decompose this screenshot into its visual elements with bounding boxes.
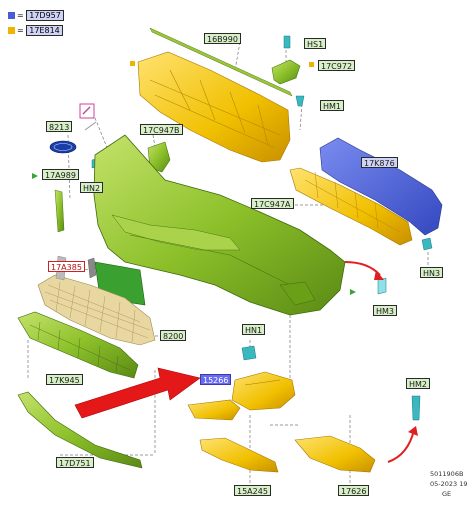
red-curved-arrow-1 bbox=[344, 261, 381, 276]
legend-equals: = bbox=[17, 26, 24, 35]
part-HM2-clip bbox=[411, 395, 421, 421]
label-HN3[interactable]: HN3 bbox=[420, 267, 444, 278]
legend-yellow-square-icon bbox=[8, 27, 15, 34]
label-17626[interactable]: 17626 bbox=[338, 485, 370, 496]
part-15A245-trim bbox=[199, 437, 279, 473]
legend-row-2: = 17E814 bbox=[8, 25, 63, 37]
label-17A989[interactable]: 17A989 bbox=[42, 169, 79, 180]
footer-date: 05-2023 19 bbox=[430, 480, 468, 488]
label-HN1[interactable]: HN1 bbox=[242, 324, 266, 335]
label-HM3[interactable]: HM3 bbox=[373, 305, 398, 316]
part-16B990-strip bbox=[149, 27, 293, 97]
part-17C972-bracket bbox=[271, 59, 301, 85]
label-HM2[interactable]: HM2 bbox=[406, 378, 431, 389]
label-8213[interactable]: 8213 bbox=[46, 121, 73, 132]
label-15266[interactable]: 15266 bbox=[200, 374, 232, 385]
part-HS1-clip bbox=[283, 35, 291, 49]
label-HN2[interactable]: HN2 bbox=[80, 182, 104, 193]
red-curved-arrow-2 bbox=[387, 429, 415, 463]
red-pointer-arrow bbox=[74, 367, 201, 419]
part-HN3-clip bbox=[421, 237, 433, 251]
legend-part-label: 17D957 bbox=[26, 10, 64, 21]
footer-code: 5011906B bbox=[430, 470, 464, 478]
label-HS1[interactable]: HS1 bbox=[304, 38, 327, 49]
part-17C947A-absorber bbox=[289, 167, 413, 246]
part-17K876-reinforcement bbox=[319, 137, 443, 236]
label-HM1[interactable]: HM1 bbox=[320, 100, 345, 111]
part-HM3-clip bbox=[377, 277, 387, 295]
label-17K876[interactable]: 17K876 bbox=[361, 157, 398, 168]
part-HN1-clip bbox=[241, 345, 257, 361]
part-8213-emblem bbox=[49, 140, 77, 154]
legend-blue-square-icon bbox=[8, 12, 15, 19]
part-17D751-lip bbox=[17, 391, 143, 469]
label-8200[interactable]: 8200 bbox=[160, 330, 187, 341]
legend-part-label: 17E814 bbox=[26, 25, 63, 36]
part-17K945-grille-insert bbox=[17, 311, 139, 379]
part-15266-bezel bbox=[231, 371, 296, 411]
label-17A385[interactable]: 17A385 bbox=[48, 261, 85, 272]
part-HM1-clip bbox=[295, 95, 305, 107]
label-15A245[interactable]: 15A245 bbox=[234, 485, 271, 496]
label-17C947B[interactable]: 17C947B bbox=[140, 124, 183, 135]
footer-region: GE bbox=[442, 490, 452, 498]
part-17A989-strip bbox=[54, 189, 65, 233]
label-16B990[interactable]: 16B990 bbox=[204, 33, 241, 44]
legend-equals: = bbox=[17, 11, 24, 20]
label-17C972[interactable]: 17C972 bbox=[318, 60, 356, 71]
label-17C947A[interactable]: 17C947A bbox=[251, 198, 294, 209]
part-bumper-cover bbox=[93, 134, 346, 316]
legend-row-1: = 17D957 bbox=[8, 10, 64, 22]
label-17K945[interactable]: 17K945 bbox=[46, 374, 83, 385]
part-17626-trim bbox=[294, 435, 376, 473]
label-17D751[interactable]: 17D751 bbox=[56, 457, 94, 468]
